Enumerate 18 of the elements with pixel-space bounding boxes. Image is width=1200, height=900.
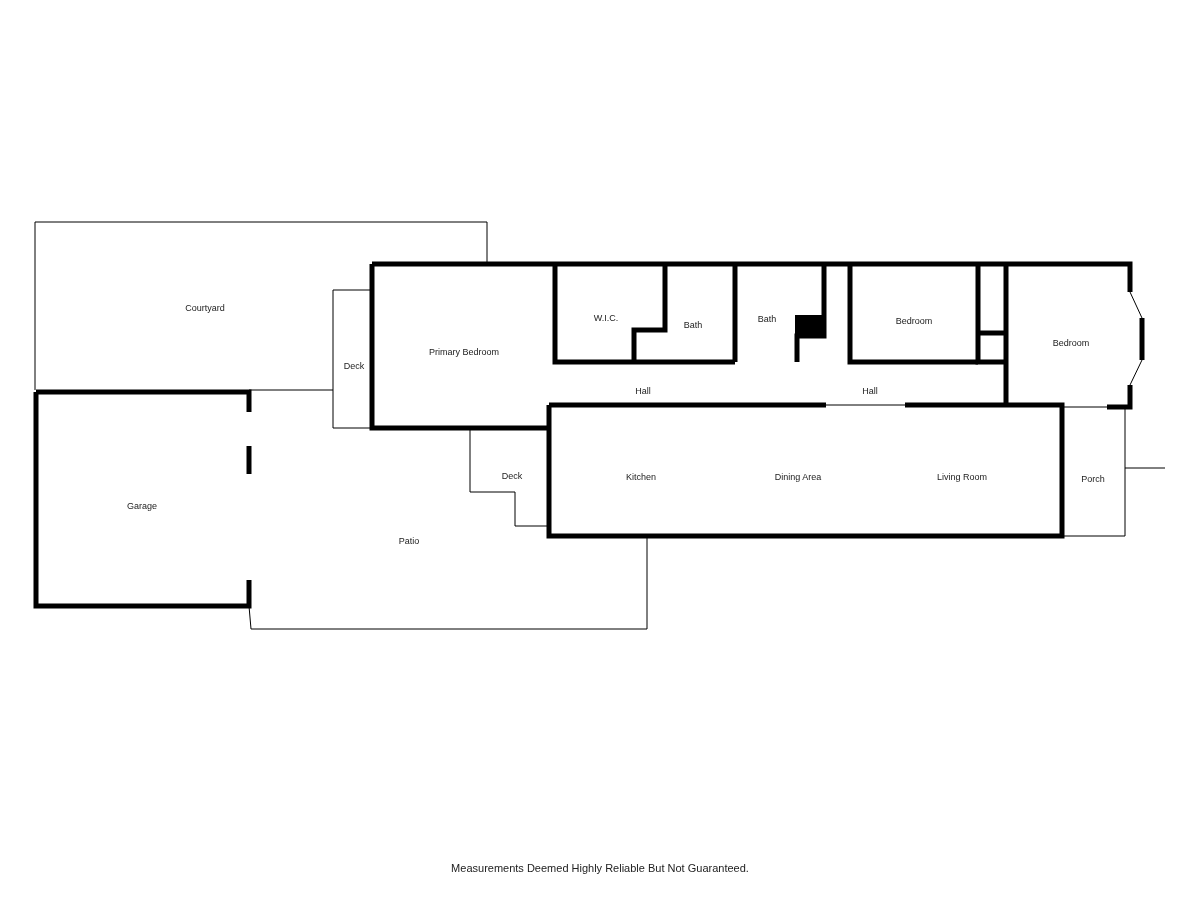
room-label: Bedroom (895, 316, 933, 326)
room-label: Bath (683, 320, 703, 330)
room-label: Patio (398, 536, 420, 546)
room-label: W.I.C. (593, 313, 619, 323)
room-label: Bedroom (1052, 338, 1090, 348)
room-label: Garage (127, 501, 157, 511)
room-label: Kitchen (626, 472, 656, 482)
room-label: Primary Bedroom (429, 347, 499, 357)
caption: Measurements Deemed Highly Reliable But Not Guaranteed. (450, 862, 750, 874)
room-label: Hall (862, 386, 878, 396)
room-label: Dining Area (774, 472, 822, 482)
room-label: Porch (1081, 474, 1105, 484)
room-label: Hall (635, 386, 651, 396)
room-label: Living Room (937, 472, 987, 482)
room-label: Courtyard (185, 303, 225, 313)
room-label: Deck (343, 361, 365, 371)
room-label: Deck (501, 471, 523, 481)
room-label: Bath (757, 314, 777, 324)
